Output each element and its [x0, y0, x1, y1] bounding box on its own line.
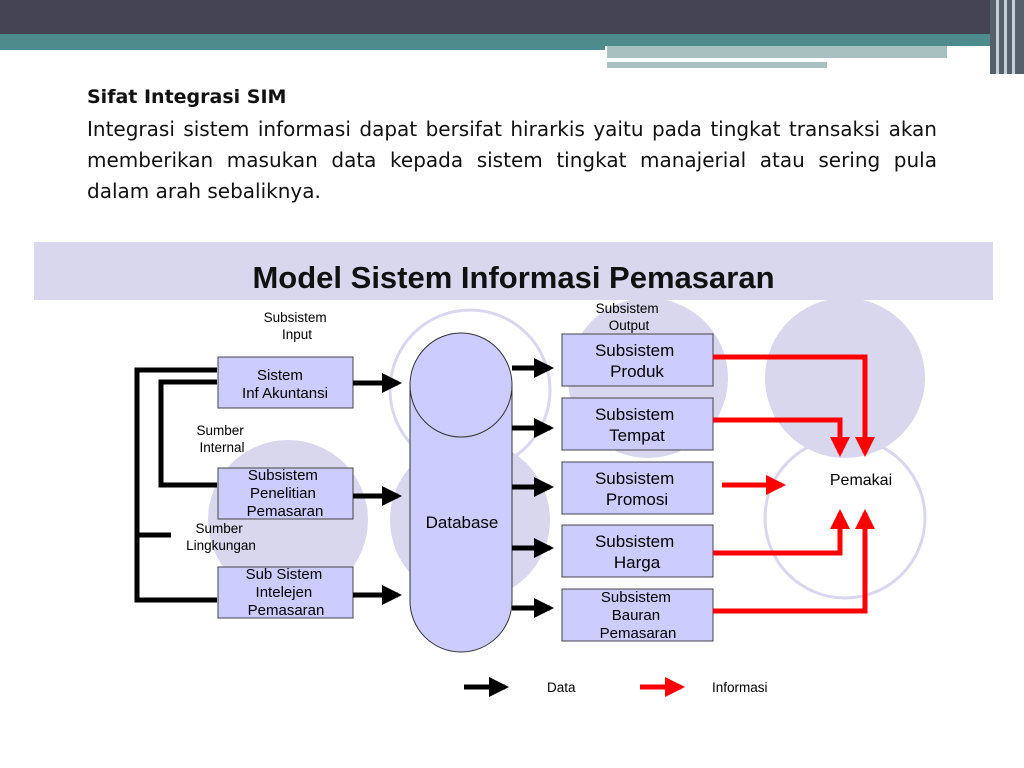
source-label-lingkungan: Sumber Lingkungan [186, 521, 256, 553]
input-label-intelejen: Sub Sistem Intelejen Pemasaran [246, 566, 327, 619]
output-box-bauran [561, 588, 714, 642]
database-cylinder [409, 332, 513, 653]
output-box-tempat [561, 397, 714, 451]
output-label-promosi: Subsistem Promosi [595, 469, 679, 509]
input-box-intelejen [217, 566, 354, 619]
gray-accent-strip [607, 62, 827, 68]
source-bracket-lines [134, 367, 217, 603]
input-header: Subsistem Input [264, 310, 331, 342]
data-arrows [353, 358, 554, 618]
teal-accent-bar [0, 34, 1024, 46]
information-arrows [713, 354, 875, 614]
input-box-penelitian [217, 467, 354, 520]
legend: Data Informasi [464, 677, 768, 697]
user-label: Pemakai [830, 472, 892, 489]
output-label-bauran: Subsistem Bauran Pemasaran [600, 589, 677, 642]
output-label-produk: Subsistem Produk [595, 341, 679, 381]
legend-data-label: Data [547, 680, 576, 695]
output-label-harga: Subsistem Harga [595, 532, 679, 572]
database-label: Database [426, 513, 499, 532]
diagram-title-banner: Model Sistem Informasi Pemasaran [34, 242, 993, 300]
output-box-harga [561, 524, 714, 578]
body-paragraph: Integrasi sistem informasi dapat bersifa… [87, 117, 937, 203]
gray-accent-bar [607, 46, 947, 58]
legend-information-label: Informasi [712, 680, 768, 695]
output-box-promosi [561, 461, 714, 515]
outline-circle-user [763, 436, 927, 600]
section-heading: Sifat Integrasi SIM [87, 86, 287, 108]
information-arrow [713, 354, 875, 457]
source-label-internal: Sumber Internal [196, 423, 247, 455]
top-header-bar [0, 0, 1024, 34]
diagram-title: Model Sistem Informasi Pemasaran [252, 260, 775, 295]
information-arrow [713, 509, 850, 556]
information-arrow [713, 509, 875, 614]
output-header: Subsistem Output [596, 301, 663, 333]
output-label-tempat: Subsistem Tempat [595, 405, 679, 445]
information-arrow [713, 417, 850, 457]
teal-accent-strip [0, 46, 605, 50]
input-label-akuntansi: Sistem Inf Akuntansi [242, 367, 328, 402]
input-label-penelitian: Subsistem Penelitian Pemasaran [247, 467, 324, 520]
corner-decoration [990, 0, 1024, 74]
input-box-akuntansi [217, 356, 354, 409]
output-box-produk [561, 333, 714, 387]
